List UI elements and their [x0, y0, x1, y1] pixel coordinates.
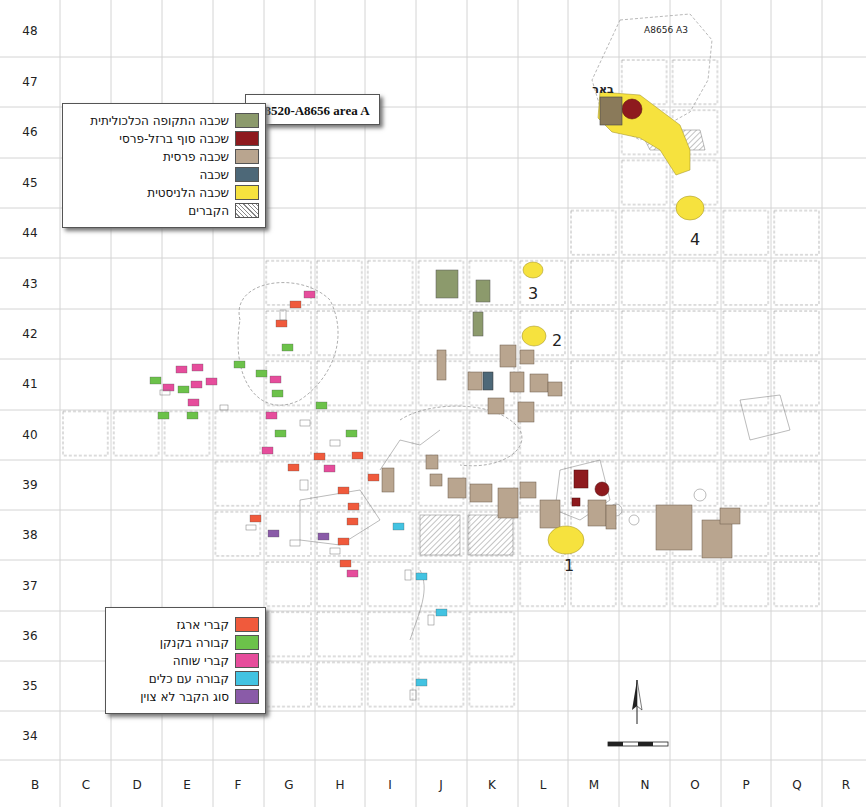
legend-text: הקברים [188, 204, 229, 218]
wall-lines [300, 130, 790, 640]
callout-number: 2 [552, 331, 562, 350]
legend-row: קברי ארגז [112, 617, 259, 632]
persian-remains [382, 345, 740, 558]
row-number: 42 [22, 327, 37, 341]
column-letter: I [388, 778, 392, 792]
excavation-squares [60, 208, 822, 711]
legend-swatch [235, 653, 259, 668]
legend-text: שכבה הלניסטית [147, 186, 229, 200]
legend-text: קבורה בקנקן [160, 636, 229, 650]
row-number: 45 [22, 176, 37, 190]
callout-number: 3 [528, 284, 538, 303]
column-letter: K [488, 778, 496, 792]
column-letter: P [742, 778, 749, 792]
legend-swatch [235, 149, 259, 164]
column-letter: N [641, 778, 650, 792]
legend-swatch [235, 689, 259, 704]
legend-row: קבורה בקנקן [112, 635, 259, 650]
legend-swatch [235, 671, 259, 686]
building [600, 97, 622, 125]
legend-text: קבורה עם כלים [149, 672, 229, 686]
column-letter: R [842, 778, 850, 792]
row-number: 47 [22, 75, 37, 89]
well-label: באר [592, 83, 613, 96]
legend-row: שכבה הלניסטית [69, 185, 259, 200]
legend-swatch [235, 203, 259, 218]
legend-row: קבורה עם כלים [112, 671, 259, 686]
callout-number: 1 [564, 556, 574, 575]
row-number: 40 [22, 428, 37, 442]
legend-box: קברי ארגז קבורה בקנקן קברי שוחה קבורה עם כל… [105, 607, 266, 714]
legend-text: שכבה פרסית [163, 150, 229, 164]
legend-row: הקברים [69, 203, 259, 218]
iron-persian-remains [572, 99, 642, 506]
column-letter: C [82, 778, 90, 792]
burial-tags [150, 291, 447, 686]
legend-text: קברי שוחה [173, 654, 229, 668]
legend-swatch [235, 113, 259, 128]
column-letter: H [335, 778, 344, 792]
legend-text: סוג הקבר לא צוין [140, 690, 229, 704]
title-text: A8520-A8656 area A [255, 103, 370, 118]
layer-remains [483, 372, 493, 390]
column-letter: L [540, 778, 547, 792]
legend-text: שכבה [199, 168, 229, 182]
column-letter: B [31, 778, 39, 792]
area-outline [238, 283, 338, 406]
grave-outlines [160, 310, 434, 700]
column-letter: J [439, 778, 443, 792]
legend-swatch [235, 635, 259, 650]
legend-row: סוג הקבר לא צוין [112, 689, 259, 704]
row-number: 35 [22, 679, 37, 693]
legend-text: שכבה התקופה הכלכוליתית [90, 114, 229, 128]
legend-text: קברי ארגז [176, 618, 229, 632]
column-letter: M [589, 778, 599, 792]
column-letter: G [284, 778, 293, 792]
row-number: 46 [22, 125, 37, 139]
row-number: 44 [22, 226, 37, 240]
legend-text: שכבה סוף ברזל-פרסי [119, 132, 229, 146]
row-number: 43 [22, 277, 37, 291]
row-number: 48 [22, 24, 37, 38]
legend-row: שכבה סוף ברזל-פרסי [69, 131, 259, 146]
area-outline [400, 406, 522, 466]
legend-swatch [235, 617, 259, 632]
callout-number: 4 [690, 230, 700, 249]
legend-swatch [235, 185, 259, 200]
row-number: 37 [22, 579, 37, 593]
chalcolithic-remains [436, 270, 490, 336]
sheet-code: A8656 A3 [644, 25, 688, 35]
scale-bar [608, 742, 668, 746]
north-arrow [632, 680, 642, 724]
column-letter: D [132, 778, 141, 792]
column-letter: F [235, 778, 242, 792]
row-number: 39 [22, 478, 37, 492]
row-number: 34 [22, 729, 37, 743]
legend-row: שכבה [69, 167, 259, 182]
legend-row: קברי שוחה [112, 653, 259, 668]
column-letter: O [690, 778, 699, 792]
row-number: 36 [22, 629, 37, 643]
legend-row: שכבה התקופה הכלכוליתית [69, 113, 259, 128]
hellenistic-remains [522, 92, 704, 554]
column-letter: E [183, 778, 191, 792]
column-letter: Q [792, 778, 801, 792]
legend-row: שכבה פרסית [69, 149, 259, 164]
row-number: 41 [22, 377, 37, 391]
legend-swatch [235, 167, 259, 182]
row-number: 38 [22, 528, 37, 542]
legend-box: שכבה התקופה הכלכוליתית שכבה סוף ברזל-פרסי… [62, 103, 266, 228]
legend-swatch [235, 131, 259, 146]
